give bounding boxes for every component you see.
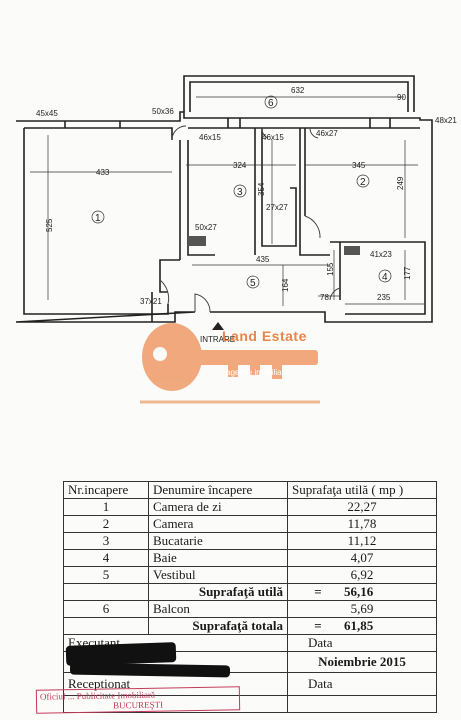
dim-48x21: 48x21 xyxy=(435,116,457,125)
receptionat-row: Receptionat Data xyxy=(63,672,437,696)
balcon-area: 5,69 xyxy=(287,600,437,618)
dim-46x15-b: 46x15 xyxy=(262,133,284,142)
table-row: 4 Baie 4,07 xyxy=(63,549,437,567)
executant-data-label: Data xyxy=(287,634,437,652)
row-area: 22,27 xyxy=(287,498,437,516)
room-number-4: 4 xyxy=(382,272,388,283)
dim-46x27: 46x27 xyxy=(316,129,338,138)
row-nr: 3 xyxy=(63,532,149,550)
dim-177: 177 xyxy=(403,266,412,280)
logo-name: Land Estate xyxy=(222,328,307,344)
row-name: Bucatarie xyxy=(148,532,288,550)
dim-78: 78 xyxy=(320,293,329,302)
row-name: Camera de zi xyxy=(148,498,288,516)
dim-37x21: 37x21 xyxy=(140,297,162,306)
row-area: 4,07 xyxy=(287,549,437,567)
dim-45x45: 45x45 xyxy=(36,109,58,118)
dim-90: 90 xyxy=(397,93,406,102)
row-nr: 5 xyxy=(63,566,149,584)
row-area: 6,92 xyxy=(287,566,437,584)
row-name: Vestibul xyxy=(148,566,288,584)
dim-46x15-a: 46x15 xyxy=(199,133,221,142)
dim-164: 164 xyxy=(281,278,290,292)
dim-324: 324 xyxy=(233,161,247,170)
table-row: 3 Bucatarie 11,12 xyxy=(63,532,437,550)
total-area-label: Suprafaţă totala xyxy=(148,617,288,635)
entrance-arrow-icon xyxy=(212,322,224,330)
dim-155: 155 xyxy=(326,262,335,276)
dim-27x27: 27x27 xyxy=(266,203,288,212)
row-nr: 1 xyxy=(63,498,149,516)
room-number-3: 3 xyxy=(237,187,243,198)
table-row: 2 Camera 11,78 xyxy=(63,515,437,533)
dim-632: 632 xyxy=(291,86,305,95)
stamp: Oficiul ... Publicitate Imobiliară BUCUR… xyxy=(35,686,241,714)
row-area: 11,12 xyxy=(287,532,437,550)
table-row: 1 Camera de zi 22,27 xyxy=(63,498,437,516)
row-area: 11,78 xyxy=(287,515,437,533)
dim-435: 435 xyxy=(256,255,270,264)
floor-plan: 45x45 50x36 632 90 48x21 46x15 46x15 46x… xyxy=(15,75,457,404)
room-number-5: 5 xyxy=(250,278,256,289)
row-name: Baie xyxy=(148,549,288,567)
util-area-label: Suprafaţă utilă xyxy=(148,583,288,601)
dim-41x23: 41x23 xyxy=(370,250,392,259)
row-name: Camera xyxy=(148,515,288,533)
header-nr: Nr.incapere xyxy=(63,481,149,499)
logo-tagline: agentie imobiliara xyxy=(226,368,289,377)
util-area-value: 56,16 xyxy=(344,584,374,599)
table-header-row: Nr.incapere Denumire încapere Suprafaţa … xyxy=(63,481,437,499)
dim-50x27: 50x27 xyxy=(195,223,217,232)
executant-date: Noiembrie 2015 xyxy=(287,651,437,673)
header-area: Suprafaţa utilă ( mp ) xyxy=(287,481,437,499)
total-area-value: 61,85 xyxy=(344,618,374,633)
table-row: 6 Balcon 5,69 xyxy=(63,600,437,618)
util-area-eq: = xyxy=(314,584,322,599)
dim-235: 235 xyxy=(377,293,391,302)
row-nr: 2 xyxy=(63,515,149,533)
dim-354: 354 xyxy=(257,182,266,196)
dim-50x36: 50x36 xyxy=(152,107,174,116)
dim-345: 345 xyxy=(352,161,366,170)
room-number-1: 1 xyxy=(95,213,101,224)
balcon-nr: 6 xyxy=(63,600,149,618)
dim-433: 433 xyxy=(96,168,110,177)
header-name: Denumire încapere xyxy=(148,481,288,499)
balcon-name: Balcon xyxy=(148,600,288,618)
util-area-row: Suprafaţă utilă = 56,16 xyxy=(63,583,437,601)
area-table: Nr.incapere Denumire încapere Suprafaţa … xyxy=(63,481,437,713)
receptionat-data-label: Data xyxy=(287,672,437,696)
room-number-2: 2 xyxy=(360,177,366,188)
room-number-6: 6 xyxy=(268,98,274,109)
total-area-row: Suprafaţă totala = 61,85 xyxy=(63,617,437,635)
logo-key-icon xyxy=(142,323,318,391)
dim-525: 525 xyxy=(45,218,54,232)
total-area-eq: = xyxy=(314,618,322,633)
entrance-label: INTRARE xyxy=(200,335,235,344)
row-nr: 4 xyxy=(63,549,149,567)
table-row: 5 Vestibul 6,92 xyxy=(63,566,437,584)
dim-249: 249 xyxy=(396,176,405,190)
